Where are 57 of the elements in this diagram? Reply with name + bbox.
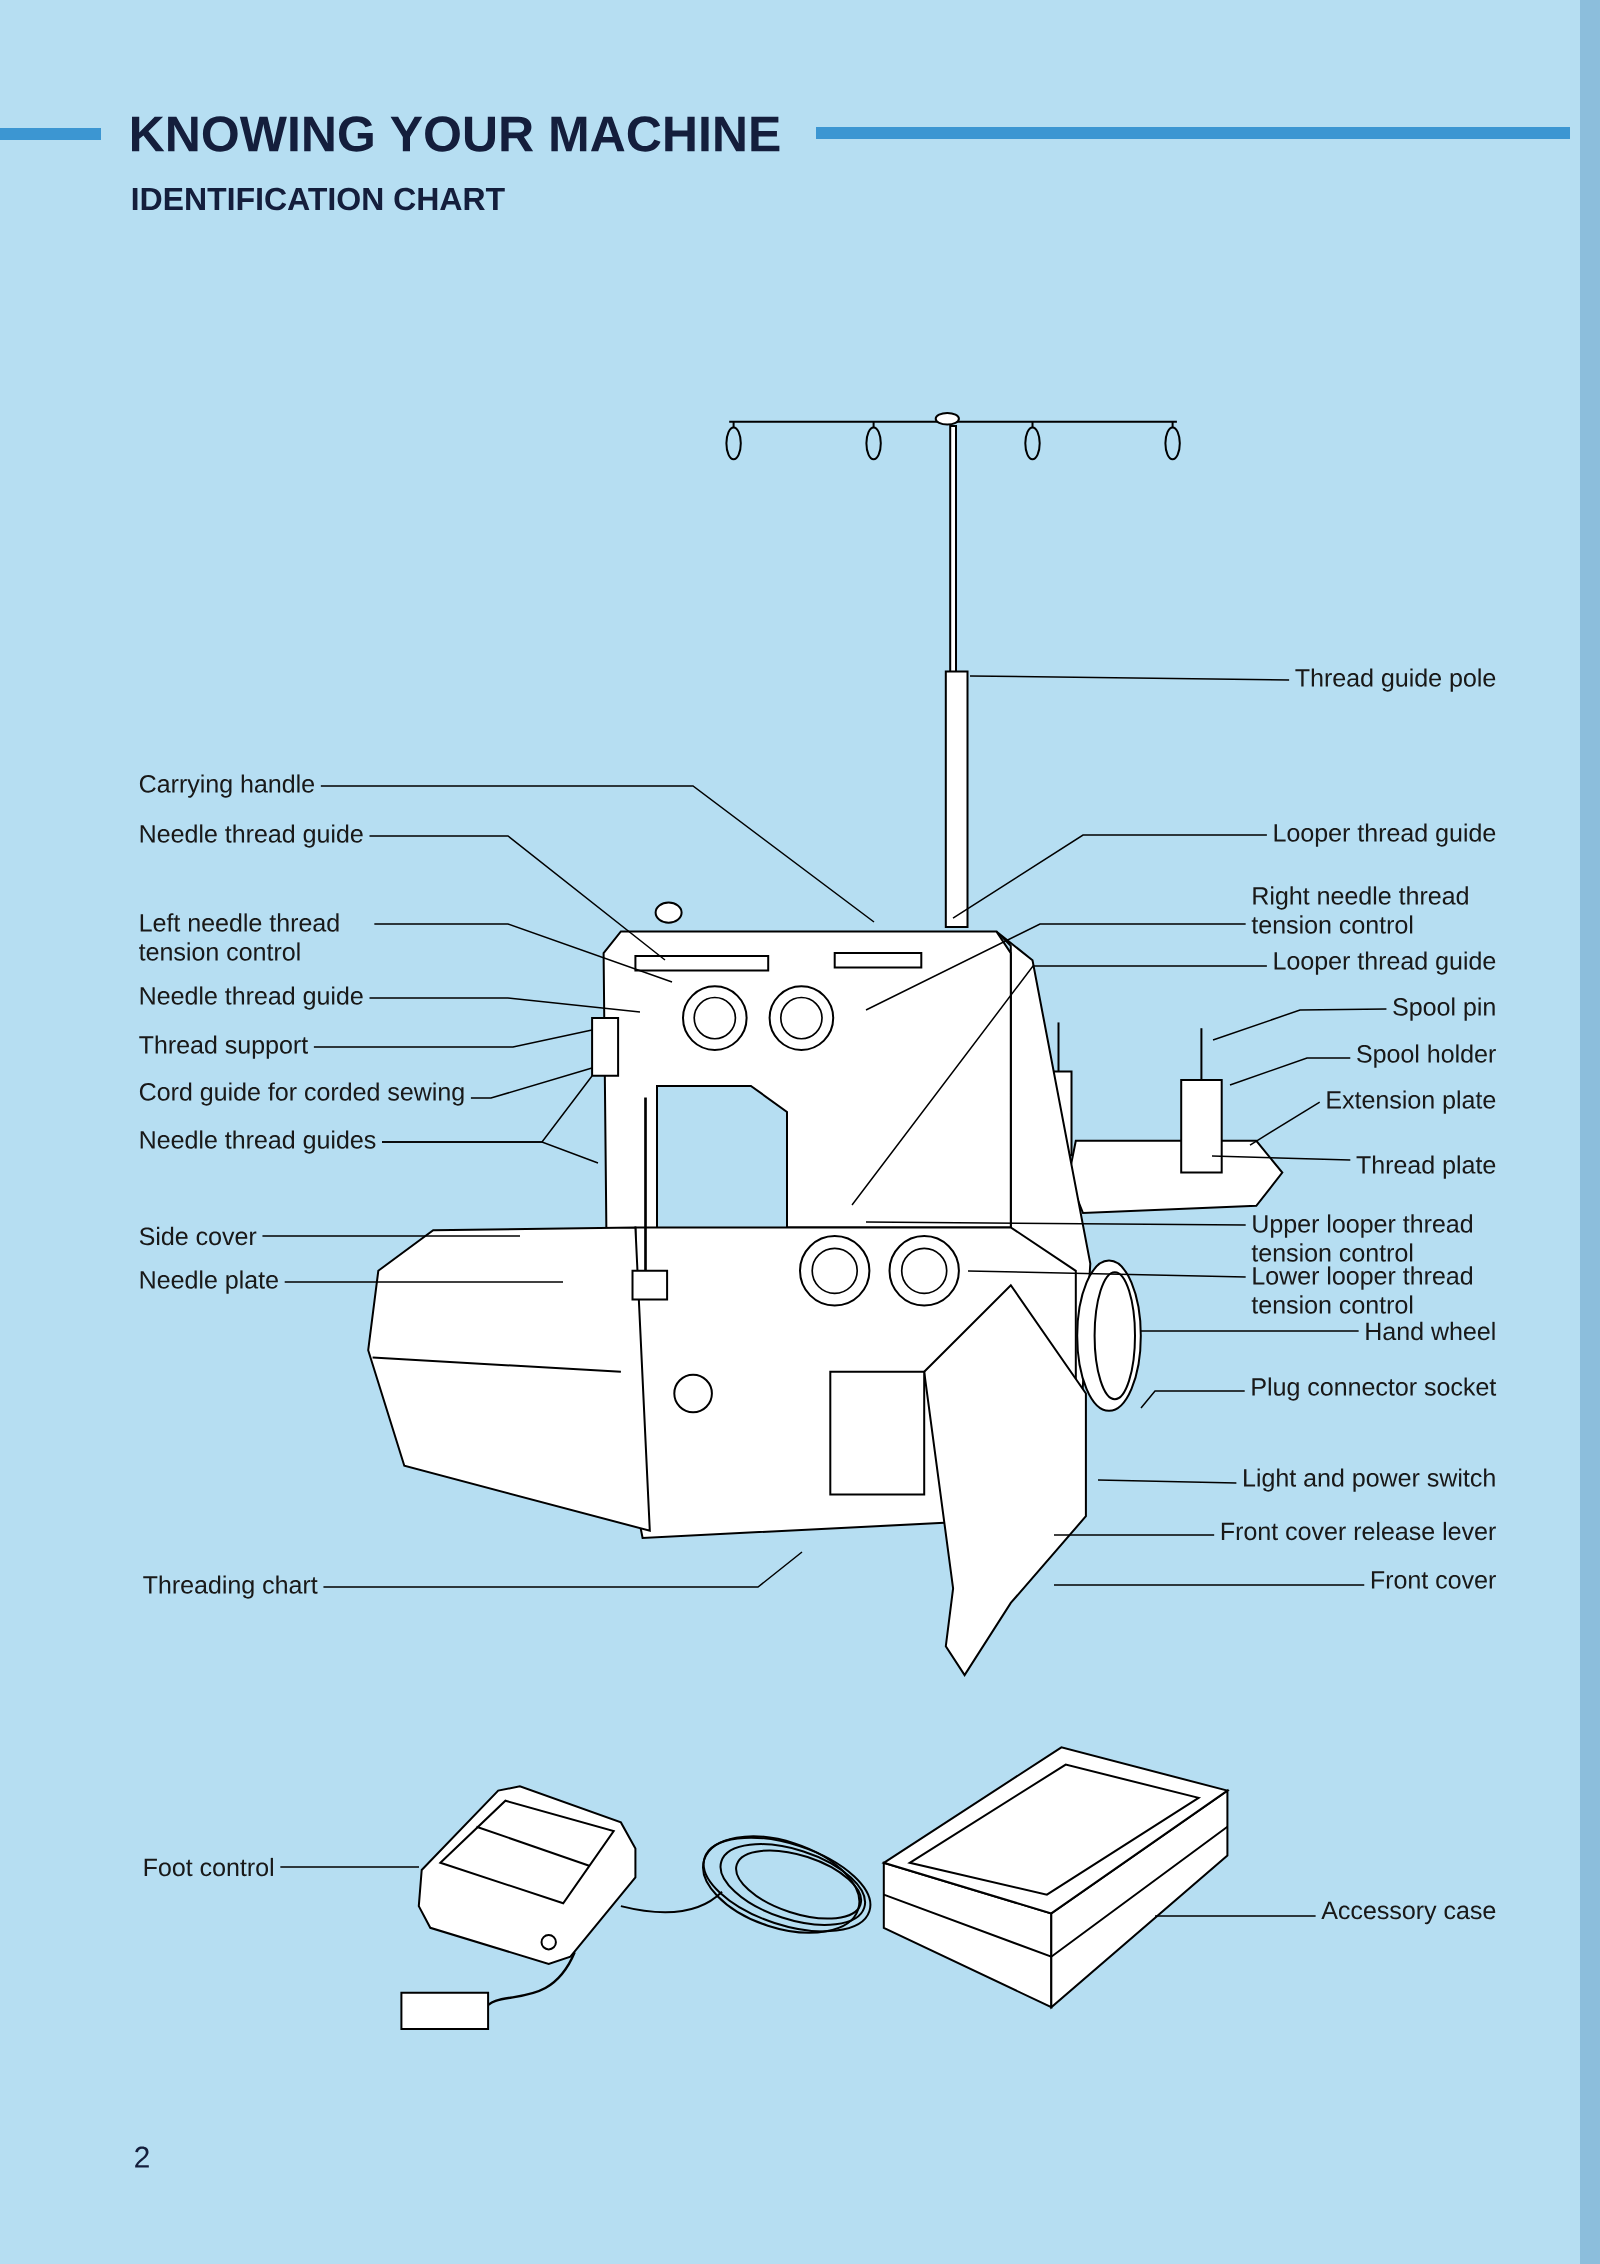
part-label: Needle thread guides — [140, 1130, 376, 1154]
leader-line — [470, 1067, 593, 1099]
part-label: Needle thread guide — [140, 986, 363, 1010]
leader-line — [1154, 1915, 1317, 1917]
leader-line — [1053, 1534, 1215, 1536]
leader-line — [865, 1221, 1247, 1226]
leader-line — [373, 923, 673, 983]
leader-line — [851, 965, 1268, 1206]
leader-line — [279, 1866, 420, 1868]
part-label: Extension plate — [1327, 1090, 1496, 1114]
part-label: Cord guide for corded sewing — [139, 1082, 464, 1106]
leader-line — [952, 834, 1268, 919]
leader-line — [1211, 1155, 1352, 1161]
leader-line — [1212, 1008, 1388, 1041]
part-label: Looper thread guide — [1274, 951, 1496, 975]
leader-line — [381, 1141, 599, 1164]
part-label: Hand wheel — [1366, 1321, 1495, 1341]
leader-line — [283, 1281, 564, 1283]
leader-line — [969, 675, 1290, 681]
part-label: Spool pin — [1393, 997, 1495, 1021]
part-label: Thread guide pole — [1295, 668, 1496, 692]
leader-line — [1140, 1330, 1360, 1332]
leader-line — [1249, 1101, 1321, 1146]
part-label: Upper looper thread tension control — [1251, 1214, 1473, 1262]
part-label: Lower looper thread tension control — [1251, 1266, 1473, 1314]
leader-line — [322, 1551, 803, 1588]
part-label: Thread support — [139, 1035, 308, 1059]
part-label: Needle plate — [140, 1270, 278, 1294]
leader-line — [368, 997, 641, 1013]
part-label: Carrying handle — [139, 774, 314, 798]
part-label: Threading chart — [143, 1575, 318, 1599]
subtitle: IDENTIFICATION CHART — [132, 187, 505, 211]
leader-line — [1053, 1584, 1365, 1586]
leader-line — [1140, 1390, 1246, 1409]
part-label: Needle thread guide — [140, 824, 363, 848]
part-label: Right needle thread tension control — [1251, 886, 1468, 934]
leader-line — [261, 1235, 521, 1237]
part-label: Plug connector socket — [1252, 1377, 1497, 1401]
part-label: Side cover — [139, 1226, 257, 1246]
part-label: Spool holder — [1357, 1044, 1496, 1068]
leader-line — [967, 1270, 1247, 1278]
leader-line — [313, 1029, 593, 1048]
leader-line — [1229, 1057, 1352, 1086]
page-number: 2 — [135, 2146, 149, 2168]
leader-line — [368, 835, 666, 961]
part-label: Light and power switch — [1244, 1468, 1495, 1492]
page-title: KNOWING YOUR MACHINE — [132, 116, 780, 152]
part-label: Foot control — [144, 1857, 273, 1877]
part-label: Front cover release lever — [1221, 1521, 1496, 1541]
leader-line — [1097, 1479, 1238, 1484]
part-label: Left needle thread tension control — [139, 913, 339, 961]
leader-line — [865, 923, 1247, 1011]
part-label: Looper thread guide — [1274, 823, 1496, 847]
part-label: Front cover — [1371, 1571, 1496, 1589]
leader-line — [320, 785, 875, 923]
part-label: Accessory case — [1321, 1901, 1496, 1925]
part-label: Thread plate — [1356, 1155, 1496, 1179]
